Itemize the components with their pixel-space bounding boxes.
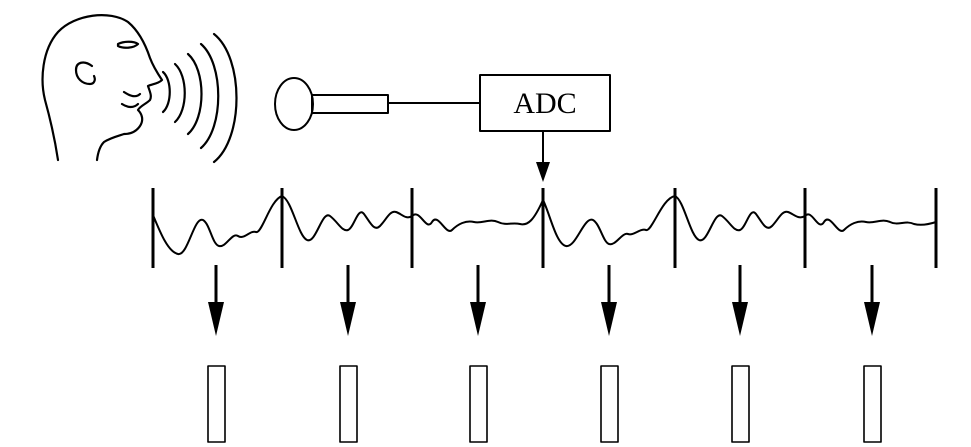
feature-vector xyxy=(731,365,750,443)
feature-vector xyxy=(207,365,226,443)
frame-arrow xyxy=(470,265,486,336)
frame-dividers xyxy=(151,188,938,268)
adc-block: ADC xyxy=(479,74,611,132)
feature-vector xyxy=(339,365,358,443)
microphone-icon xyxy=(274,77,481,131)
frame-arrow xyxy=(864,265,880,336)
adc-label: ADC xyxy=(513,87,576,120)
sound-waves-icon xyxy=(161,32,238,164)
feature-vector xyxy=(469,365,488,443)
frame-arrows xyxy=(208,265,880,336)
adc-output-arrow xyxy=(536,131,550,182)
feature-vectors xyxy=(207,365,882,443)
frame-arrow xyxy=(601,265,617,336)
frame-arrow xyxy=(732,265,748,336)
feature-vector xyxy=(600,365,619,443)
speaking-head-icon xyxy=(41,14,164,162)
frame-arrow xyxy=(340,265,356,336)
feature-vector xyxy=(863,365,882,443)
frame-arrow xyxy=(208,265,224,336)
